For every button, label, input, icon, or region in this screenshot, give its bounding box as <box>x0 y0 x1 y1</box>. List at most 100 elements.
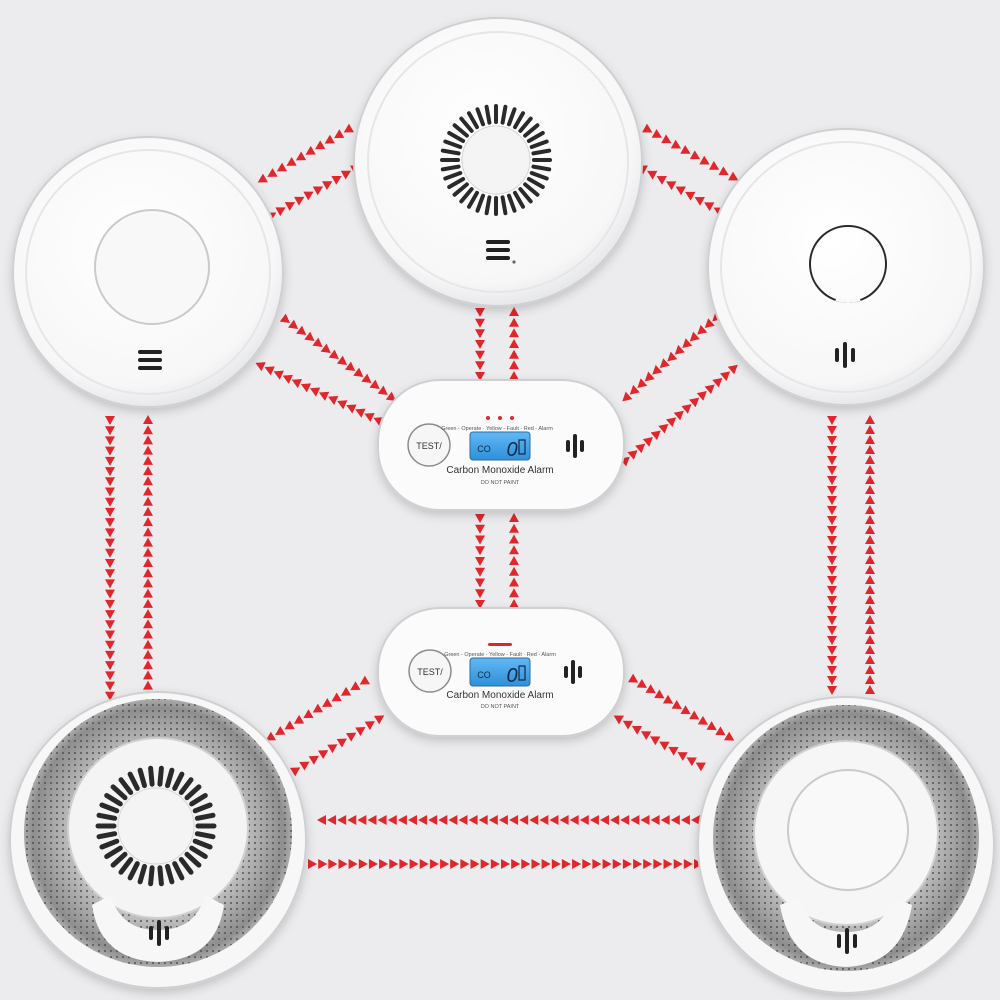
arrow-left-column-link <box>105 671 115 681</box>
arrow-bottom-row-link <box>389 859 399 869</box>
arrow-left-co-link <box>282 374 293 384</box>
grille-slot <box>96 831 118 840</box>
grille-slot <box>500 104 508 125</box>
arrow-bottom-row-link <box>347 815 357 825</box>
device-name: Carbon Monoxide Alarm <box>446 465 553 476</box>
arrow-left-column-link <box>143 415 153 424</box>
arrow-top-left-link <box>276 162 288 172</box>
arrow-co-bottom-right-link <box>659 741 670 751</box>
arrow-bottom-row-link <box>478 815 488 825</box>
arrow-co-bottom-right-link <box>645 684 656 694</box>
arrow-bottom-row-link <box>438 815 448 825</box>
grille-slot <box>194 831 216 840</box>
arrow-top-right-link <box>708 160 720 170</box>
test-button[interactable] <box>407 423 451 467</box>
arrow-co-bottom-left-link <box>308 755 319 765</box>
arrow-bottom-row-link <box>488 815 498 825</box>
arrow-left-column-link <box>143 455 153 465</box>
arrow-top-right-link <box>642 123 653 133</box>
arrow-top-co-link <box>475 308 485 317</box>
grille-slot <box>172 771 185 791</box>
arrow-left-co-link <box>364 412 375 423</box>
grille-slot <box>178 777 194 795</box>
arrow-right-column-link <box>827 526 837 535</box>
grille-slot <box>440 164 461 172</box>
grille-slot <box>184 784 202 801</box>
arrow-bottom-row-link <box>418 815 428 825</box>
arrow-left-column-link <box>105 416 115 425</box>
arrow-right-column-link <box>827 456 837 465</box>
arrow-co-bottom-right-link <box>715 726 726 736</box>
arrow-top-right-link <box>670 139 682 149</box>
grille-slot <box>507 107 517 127</box>
grille-slot <box>531 164 552 172</box>
arrow-top-co-link <box>509 371 519 380</box>
arrow-right-column-link <box>865 525 875 534</box>
arrow-right-column-link <box>827 436 837 445</box>
arrow-bottom-row-link <box>357 815 367 825</box>
arrow-left-column-link <box>143 578 153 588</box>
arrow-left-column-link <box>143 680 153 690</box>
arrow-right-column-link <box>827 586 837 595</box>
test-button-label: TEST/ <box>417 667 443 677</box>
arrow-co-co-link <box>475 535 485 545</box>
vent-slots-icon <box>486 240 516 264</box>
arrow-co-co-link <box>475 600 485 609</box>
arrow-right-column-link <box>865 675 875 684</box>
arrow-top-co-link <box>475 329 485 339</box>
grille-slot <box>189 793 208 807</box>
arrow-right-column-link <box>827 416 837 425</box>
arrow-bottom-row-link <box>358 859 368 869</box>
arrow-bottom-row-link <box>559 815 569 825</box>
arrow-bottom-row-link <box>387 815 397 825</box>
paint-warning: DO NOT PAINT <box>481 704 520 710</box>
arrow-co-co-link <box>509 599 519 608</box>
arrow-left-column-link <box>105 446 115 456</box>
grille-slot <box>475 107 485 127</box>
arrow-right-column-link <box>827 426 837 435</box>
arrow-right-co-link <box>629 384 640 395</box>
arrow-co-co-link <box>509 513 519 522</box>
arrow-bottom-row-link <box>399 859 409 869</box>
arrow-left-column-link <box>143 660 153 670</box>
status-legend: Green - Operate · Yellow - Fault · Red -… <box>444 652 556 658</box>
arrow-bottom-row-link <box>622 859 632 869</box>
arrow-co-bottom-left-link <box>293 714 305 724</box>
arrow-right-column-link <box>865 535 875 544</box>
grille-slot <box>99 838 120 850</box>
grille-slot <box>484 104 492 125</box>
arrow-right-co-link <box>727 364 738 375</box>
arrow-right-co-link <box>682 338 693 349</box>
arrow-bottom-row-link <box>429 859 439 869</box>
smoke-alarm-right <box>707 128 985 406</box>
arrow-right-column-link <box>865 635 875 644</box>
grille-center <box>117 787 195 865</box>
grille-slot <box>157 865 164 887</box>
arrow-bottom-row-link <box>327 815 337 825</box>
arrow-right-column-link <box>827 546 837 555</box>
arrow-top-left-link <box>334 129 345 139</box>
arrow-co-co-link <box>509 523 519 533</box>
arrow-left-co-link <box>355 408 366 418</box>
arrow-right-co-link <box>689 397 700 408</box>
arrow-bottom-row-link <box>337 815 347 825</box>
arrow-left-column-link <box>143 588 153 598</box>
test-button[interactable] <box>408 649 452 693</box>
arrow-left-column-link <box>105 569 115 579</box>
arrow-top-co-link <box>509 360 519 370</box>
arrow-top-left-link <box>286 156 297 166</box>
arrow-right-column-link <box>827 636 837 645</box>
grille-slot <box>500 195 508 216</box>
arrow-co-bottom-left-link <box>317 750 329 760</box>
arrow-bottom-row-link <box>549 815 559 825</box>
grille-slot <box>440 148 461 156</box>
arrow-left-column-link <box>143 568 153 578</box>
arrow-left-co-link <box>264 366 275 376</box>
arrow-bottom-row-link <box>348 859 358 869</box>
grille-slot <box>523 123 540 138</box>
arrow-top-left-link <box>314 140 326 150</box>
arrow-right-co-link <box>681 404 692 414</box>
arrow-right-column-link <box>827 656 837 665</box>
grille-slot <box>443 171 463 181</box>
grille-slot <box>459 187 474 204</box>
